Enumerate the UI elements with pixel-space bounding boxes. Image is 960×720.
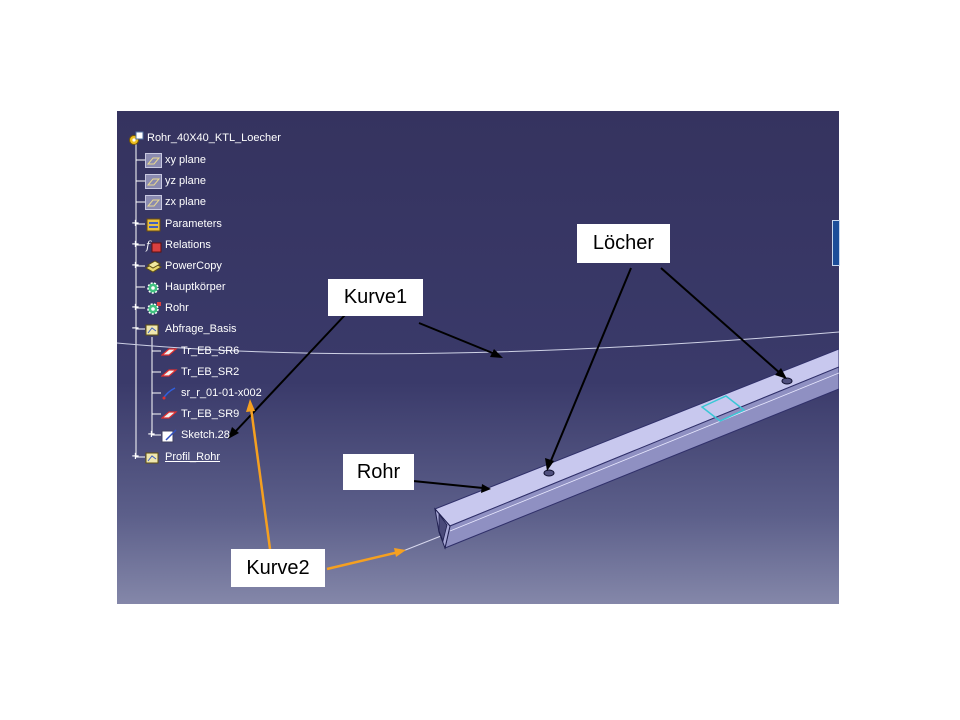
arrow-kurve2-to-curve <box>326 550 400 571</box>
tree-item-tr-eb-sr2[interactable]: Tr_EB_SR2 <box>160 363 240 381</box>
tree-root-label: Rohr_40X40_KTL_Loecher <box>147 132 281 144</box>
surface-icon <box>160 407 178 422</box>
tree-item-label: Tr_EB_SR9 <box>181 408 240 420</box>
tree-item-profil-rohr[interactable]: Profil_Rohr <box>145 448 220 466</box>
toolbar-edge[interactable] <box>832 220 840 266</box>
arrow-rohr <box>412 480 484 489</box>
tree-item-relations[interactable]: f Relations <box>145 236 211 254</box>
callout-loecher: Löcher <box>577 224 670 263</box>
tree-item-label: Relations <box>165 239 211 251</box>
arrow-kurve1-to-curve <box>418 322 496 355</box>
expand-icon[interactable]: + <box>131 302 140 313</box>
geometrical-set-icon <box>145 322 162 337</box>
svg-text:f: f <box>145 239 152 252</box>
callout-arrows <box>228 267 787 571</box>
kurve1-curve[interactable] <box>117 331 839 355</box>
expand-icon[interactable]: + <box>131 218 140 229</box>
tree-item-xy-plane[interactable]: xy plane <box>145 151 206 169</box>
relations-icon: f <box>145 238 162 253</box>
tree-item-label: Tr_EB_SR2 <box>181 366 240 378</box>
surface-icon <box>160 365 178 380</box>
tree-item-label: PowerCopy <box>165 260 222 272</box>
body-icon <box>145 301 162 316</box>
expand-icon[interactable]: + <box>147 429 156 440</box>
tree-item-abfrage-basis[interactable]: Abfrage_Basis <box>145 320 237 338</box>
arrow-kurve1-to-sketch <box>233 314 346 434</box>
body-icon <box>145 280 162 295</box>
3d-viewport[interactable]: Rohr_40X40_KTL_Loecher xy plane yz plane… <box>117 111 839 604</box>
tree-item-parameters[interactable]: Parameters <box>145 215 222 233</box>
tree-item-label: Hauptkörper <box>165 281 226 293</box>
tree-item-zx-plane[interactable]: zx plane <box>145 193 206 211</box>
tree-item-sr-r-01-01-x002[interactable]: sr_r_01-01-x002 <box>161 384 262 402</box>
collapse-icon[interactable]: − <box>131 323 140 334</box>
tree-item-tr-eb-sr6[interactable]: Tr_EB_SR6 <box>160 342 240 360</box>
tree-connectors <box>135 143 161 458</box>
tree-item-yz-plane[interactable]: yz plane <box>145 172 206 190</box>
expand-icon[interactable]: + <box>131 451 140 462</box>
powercopy-icon <box>145 259 162 274</box>
hole-1 <box>543 469 555 477</box>
geometrical-set-icon <box>145 450 162 465</box>
callout-kurve1: Kurve1 <box>328 279 423 316</box>
plane-icon <box>145 152 162 168</box>
rohr-tube[interactable] <box>434 348 839 550</box>
plane-icon <box>145 194 162 210</box>
sketch-icon <box>161 428 178 443</box>
tree-item-label: Rohr <box>165 302 189 314</box>
hole-2 <box>781 377 793 385</box>
tree-item-label: Parameters <box>165 218 222 230</box>
arrow-kurve2-to-tree <box>249 407 272 550</box>
curve-icon <box>161 386 178 401</box>
arrow-loecher-2 <box>660 267 782 375</box>
callout-kurve2: Kurve2 <box>231 549 325 587</box>
tree-item-powercopy[interactable]: PowerCopy <box>145 257 222 275</box>
part-icon <box>127 131 144 146</box>
surface-icon <box>160 344 178 359</box>
tree-item-hauptkoerper[interactable]: Hauptkörper <box>145 278 226 296</box>
tree-item-tr-eb-sr9[interactable]: Tr_EB_SR9 <box>160 405 240 423</box>
arrow-loecher-1 <box>549 267 632 464</box>
tree-item-label: Abfrage_Basis <box>165 323 237 335</box>
tree-item-label: Tr_EB_SR6 <box>181 345 240 357</box>
expand-icon[interactable]: + <box>131 260 140 271</box>
tree-item-label: xy plane <box>165 154 206 166</box>
expand-icon[interactable]: + <box>131 239 140 250</box>
tree-item-sketch-28[interactable]: Sketch.28 <box>161 426 230 444</box>
tree-item-label: sr_r_01-01-x002 <box>181 387 262 399</box>
tree-item-label: zx plane <box>165 196 206 208</box>
tree-item-rohr[interactable]: Rohr <box>145 299 189 317</box>
tree-item-label: Profil_Rohr <box>165 451 221 463</box>
3d-scene <box>117 143 839 571</box>
tree-item-label: yz plane <box>165 175 206 187</box>
selected-face-highlight <box>700 395 746 422</box>
tree-root[interactable]: Rohr_40X40_KTL_Loecher <box>127 129 281 147</box>
plane-icon <box>145 173 162 189</box>
callout-rohr: Rohr <box>343 454 414 490</box>
parameters-icon <box>145 217 162 232</box>
tree-item-label: Sketch.28 <box>181 429 230 441</box>
